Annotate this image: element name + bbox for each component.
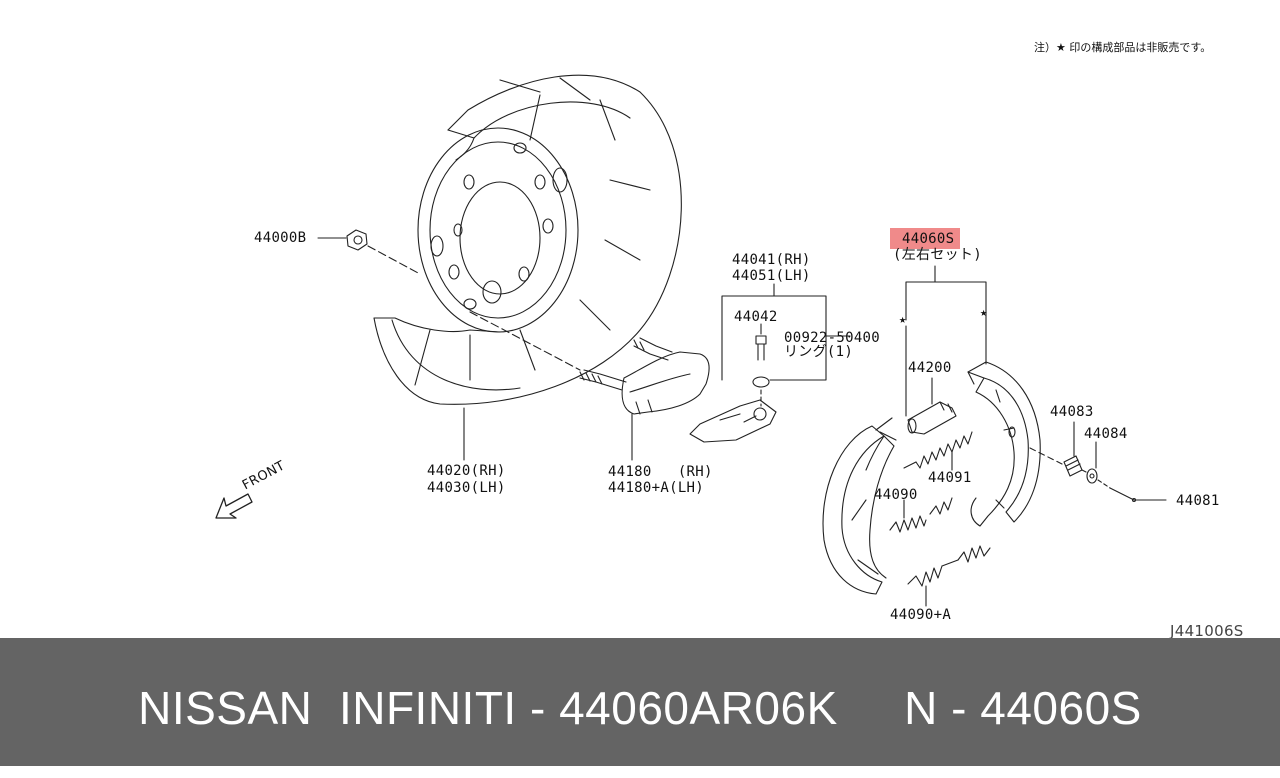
- lever-drawing: [689, 283, 851, 443]
- label-44020: 44020(RH): [427, 463, 506, 479]
- star-mark-right: ★: [980, 305, 988, 319]
- parts-diagram: 注）★ 印の構成部品は非販売です。 44000B 44020(RH) 44030…: [215, 41, 1244, 640]
- label-44090a: 44090+A: [890, 607, 952, 623]
- brake-shoes-drawing: [822, 361, 1041, 595]
- label-44180: 44180 (RH): [608, 464, 713, 480]
- shoe-set-bracket: [905, 265, 987, 417]
- dust-cover-drawing: [373, 74, 682, 405]
- diagram-code: J441006S: [1170, 622, 1244, 640]
- label-44081: 44081: [1176, 493, 1220, 509]
- adjuster-drawing: [907, 377, 957, 435]
- star-mark-left: ★: [899, 312, 907, 326]
- label-44200: 44200: [908, 360, 952, 376]
- spring-44091-drawing: [903, 431, 973, 471]
- label-44041: 44041(RH): [732, 252, 811, 268]
- diagram-drawing: [215, 74, 1167, 607]
- non-sale-note: 注）★ 印の構成部品は非販売です。: [1034, 41, 1212, 54]
- label-44000b: 44000B: [254, 230, 307, 246]
- footer-part-numbers: NISSAN INFINITI - 44060AR06K N - 44060S: [138, 682, 1142, 734]
- front-arrow-icon: [215, 493, 253, 519]
- label-ring: リング(1): [784, 344, 854, 360]
- label-44180a: 44180+A(LH): [608, 480, 705, 496]
- nut-drawing: [317, 229, 421, 275]
- label-44042: 44042: [734, 309, 778, 325]
- label-44091: 44091: [928, 470, 972, 486]
- footer-bar: NISSAN INFINITI - 44060AR06K N - 44060S: [0, 638, 1280, 766]
- label-44090: 44090: [874, 487, 918, 503]
- spring-44090a-drawing: [907, 545, 991, 607]
- actuator-drawing: [469, 311, 710, 461]
- label-44030: 44030(LH): [427, 480, 506, 496]
- label-44051: 44051(LH): [732, 268, 811, 284]
- label-shoe-set: (左右セット): [893, 247, 982, 263]
- label-44084: 44084: [1084, 426, 1128, 442]
- label-00922-50400: 00922-50400: [784, 330, 881, 346]
- label-44083: 44083: [1050, 404, 1094, 420]
- label-44060s-highlight: 44060S: [890, 228, 961, 249]
- hold-down-drawing: [1029, 421, 1167, 503]
- spring-44090-drawing: [889, 497, 953, 533]
